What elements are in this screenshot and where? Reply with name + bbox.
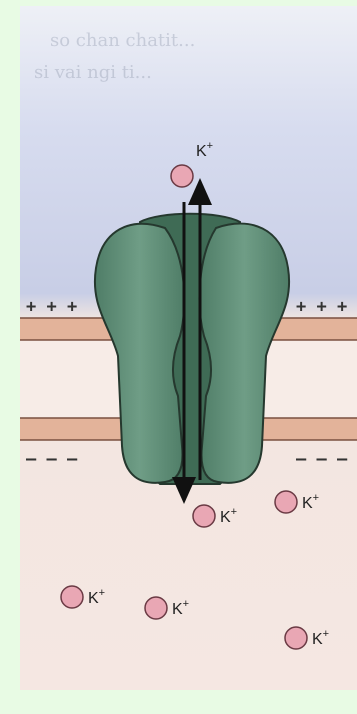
outer-charge-left: + + + — [26, 297, 77, 317]
bleed-through-text-2: si vai ngi ti... — [34, 62, 152, 83]
ion-channel-diagram: so chan chatit... si vai ngi ti... + + +… — [20, 6, 357, 690]
inner-charge-right: – – – — [296, 449, 348, 469]
potassium-channel — [95, 214, 289, 484]
outer-charge-right: + + + — [296, 297, 347, 317]
bleed-through-text-1: so chan chatit... — [50, 30, 195, 51]
diagram-frame: so chan chatit... si vai ngi ti... + + +… — [20, 6, 357, 690]
inner-charge-left: – – – — [26, 449, 78, 469]
